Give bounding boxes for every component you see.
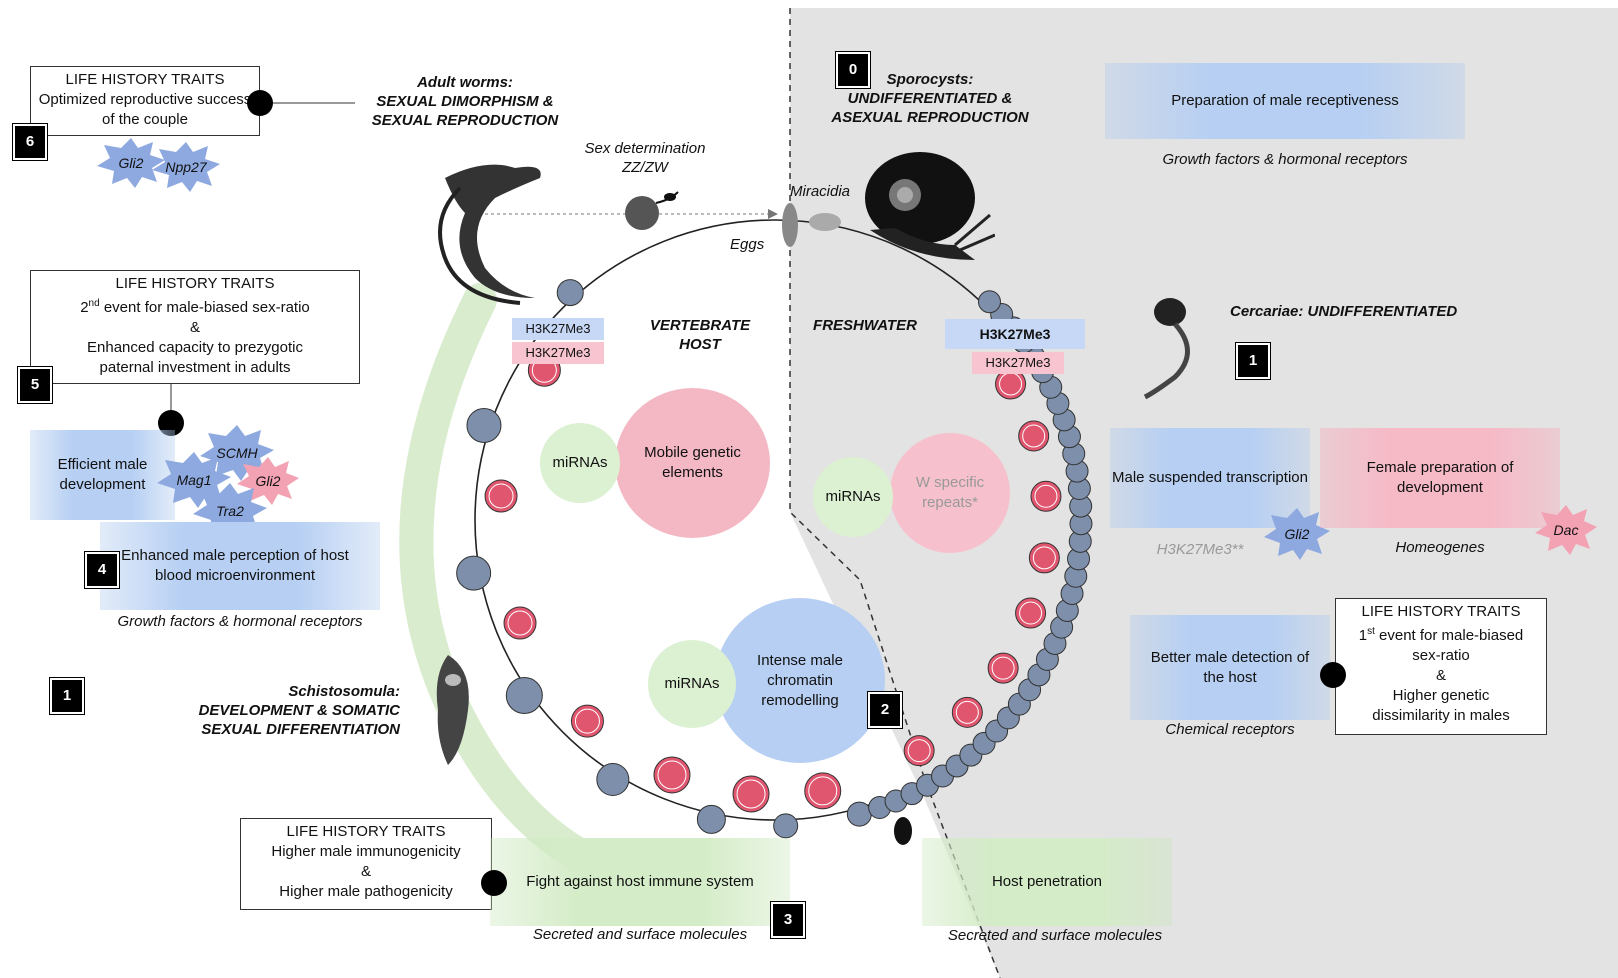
host-penetration-caption: Secreted and surface molecules	[947, 927, 1163, 944]
chromatin-bead-red-ring	[507, 610, 533, 636]
life-history-box-3: LIFE HISTORY TRAITS Higher male immunoge…	[240, 818, 492, 910]
w-specific-repeats-circle: W specific repeats*	[890, 433, 1010, 553]
fight-immune-caption: Secreted and surface molecules	[532, 926, 748, 943]
cercaria-small-illustration	[894, 817, 912, 845]
chromatin-bead-red-ring	[955, 700, 979, 724]
freshwater-label: FRESHWATER	[813, 317, 917, 334]
step-number-3: 3	[771, 902, 805, 938]
step-number-2: 2	[868, 692, 902, 728]
chromatin-bead-red-ring	[808, 776, 838, 806]
male-receptiveness-caption: Growth factors & hormonal receptors	[1162, 151, 1408, 168]
chromatin-bead-red-ring	[991, 656, 1015, 680]
chromatin-bead-gray	[846, 801, 872, 827]
host-penetration-panel: Host penetration	[922, 838, 1172, 926]
step-number-6: 6	[13, 124, 47, 160]
enhanced-perception-caption: Growth factors & hormonal receptors	[117, 613, 363, 630]
box6-body: Optimized reproductive success of the co…	[38, 91, 252, 128]
egg-illustration	[625, 191, 679, 230]
chromatin-bead-red	[804, 772, 842, 810]
vertebrate-host-label: VERTEBRATE HOST	[649, 317, 751, 353]
male-suspended-caption: H3K27Me3**	[1156, 541, 1244, 558]
chromatin-bead-red	[653, 756, 691, 794]
chromatin-bead-red-ring	[1034, 484, 1058, 508]
step-number-5: 5	[18, 367, 52, 403]
step-number-0: 0	[836, 52, 870, 88]
male-detection-panel: Better male detection of the host	[1130, 615, 1330, 720]
snail-illustration	[865, 152, 995, 260]
box5-line1: 2nd event for male-biased sex-ratio	[80, 298, 310, 316]
female-preparation-panel: Female preparation of development	[1320, 428, 1560, 528]
sporocysts-label: Sporocysts: UNDIFFERENTIATED & ASEXUAL R…	[831, 71, 1029, 126]
chromatin-bead-red-ring	[657, 760, 687, 790]
connector-dot	[481, 870, 507, 896]
chromatin-bead-red	[570, 704, 604, 738]
mirna-circle-1: miRNAs	[540, 423, 620, 503]
life-history-box-6: LIFE HISTORY TRAITS Optimized reproducti…	[30, 66, 260, 136]
chromatin-bead-red-ring	[736, 779, 766, 809]
male-detection-caption: Chemical receptors	[1165, 721, 1295, 738]
efficient-male-panel: Efficient male development	[30, 430, 175, 520]
chromatin-bead-red-ring	[488, 483, 514, 509]
gene-star-npp27: Npp27	[152, 142, 220, 192]
box6-title: LIFE HISTORY TRAITS	[65, 71, 225, 88]
chromatin-bead-gray	[596, 763, 630, 797]
sex-determination-label: Sex determination ZZ/ZW	[584, 140, 706, 176]
eggs-label: Eggs	[730, 236, 765, 253]
mirna-circle-2: miRNAs	[813, 457, 893, 537]
mobile-genetic-elements-circle: Mobile genetic elements	[615, 388, 770, 538]
chromatin-bead-gray	[456, 555, 492, 591]
box-right-line1: 1st event for male-biased	[1358, 626, 1524, 644]
female-preparation-caption: Homeogenes	[1395, 539, 1485, 556]
miracidium-illustration	[782, 203, 841, 247]
chromatin-bead-red	[484, 479, 518, 513]
gene-star-gli2-right: Gli2	[1264, 508, 1330, 560]
cercaria-illustration	[1143, 298, 1190, 400]
chromatin-bead-red-ring	[907, 739, 931, 763]
life-history-box-5: LIFE HISTORY TRAITS 2nd event for male-b…	[30, 270, 360, 384]
chromatin-bead-gray	[773, 813, 799, 839]
miracidia-label: Miracidia	[790, 183, 851, 200]
chromatin-bead-gray	[556, 279, 584, 307]
chromatin-bead-gray	[977, 290, 1001, 314]
adult-worms-illustration	[438, 164, 541, 305]
enhanced-perception-panel: Enhanced male perception of host blood m…	[100, 522, 380, 610]
chromatin-bead-red	[503, 606, 537, 640]
cercariae-label: Cercariae: UNDIFFERENTIATED	[1230, 303, 1458, 320]
chromatin-bead-gray	[696, 804, 726, 834]
chromatin-remodelling-circle: Intense male chromatin remodelling	[715, 598, 885, 763]
male-receptiveness-panel: Preparation of male receptiveness	[1105, 63, 1465, 139]
h3k27me3-tag-pink-right: H3K27Me3	[972, 352, 1064, 374]
step-number-4: 4	[85, 552, 119, 588]
chromatin-bead-gray	[505, 677, 543, 715]
life-history-box-right: LIFE HISTORY TRAITS 1st event for male-b…	[1335, 598, 1547, 735]
adult-worms-label: Adult worms: SEXUAL DIMORPHISM & SEXUAL …	[371, 74, 559, 129]
chromatin-bead-gray	[466, 407, 502, 443]
connector-dot	[1320, 662, 1346, 688]
gene-star-gli2-top: Gli2	[97, 138, 165, 188]
h3k27me3-tag-blue-left: H3K27Me3	[512, 318, 604, 340]
chromatin-bead-red-ring	[1022, 424, 1046, 448]
connector-dot	[247, 90, 273, 116]
chromatin-bead-red-ring	[1032, 546, 1056, 570]
chromatin-bead-red-ring	[574, 708, 600, 734]
fight-immune-panel: Fight against host immune system	[490, 838, 790, 926]
chromatin-bead-red	[732, 775, 770, 813]
h3k27me3-tag-blue-right: H3K27Me3	[945, 319, 1085, 349]
chromatin-bead-red-ring	[1019, 601, 1043, 625]
male-suspended-panel: Male suspended transcription	[1110, 428, 1310, 528]
step-number-1-right: 1	[1236, 343, 1270, 379]
h3k27me3-tag-pink-left: H3K27Me3	[512, 342, 604, 364]
gene-star-dac: Dac	[1535, 505, 1597, 555]
schistosomula-label: Schistosomula: DEVELOPMENT & SOMATIC SEX…	[198, 683, 400, 738]
step-number-1-left: 1	[50, 678, 84, 714]
schistosomulum-illustration	[436, 655, 469, 765]
mirna-circle-3: miRNAs	[648, 640, 736, 728]
